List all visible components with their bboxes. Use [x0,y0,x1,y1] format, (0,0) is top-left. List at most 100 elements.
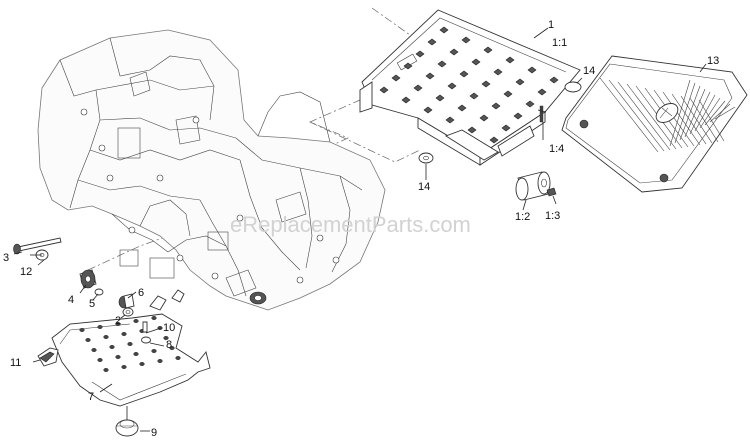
tread-diamond [403,62,413,70]
skid-hole [79,328,85,333]
tread-diamond [457,104,467,112]
mat-ribs [599,77,736,153]
tread-diamond [505,56,515,64]
mat-rib [709,103,731,123]
skid-hole [151,316,157,321]
spacer-5 [94,288,104,296]
skid-hole [139,362,145,367]
mat-rib [671,93,707,145]
clip-11 [37,347,59,367]
watermark: eReplacementParts.com [230,212,471,237]
tread-diamond [447,82,457,90]
callout-2: 2 [115,315,121,327]
skid-hole [175,356,181,361]
tread-diamond [435,94,445,102]
tread-diamond [537,88,547,96]
washer-left [418,152,434,164]
tread-diamond [483,46,493,54]
callout-1: 1 [548,19,554,31]
skid-hole [151,349,157,354]
skid-hole [121,365,127,370]
tread-diamond [515,78,525,86]
tread-diamond [449,48,459,56]
knob-9 [115,419,139,437]
callout-1-1: 1:1 [552,37,567,49]
tread-diamond [391,74,401,82]
tread-diamond [427,38,437,46]
callout-8: 8 [166,339,172,351]
callout-3: 3 [3,252,9,264]
tread-diamond [413,84,423,92]
bushing-6 [118,293,135,309]
tread-diamond [425,72,435,80]
skid-hole [163,336,169,341]
skid-plate-holes [79,316,181,373]
mat-rib [704,100,726,126]
tread-diamond [501,124,511,132]
callout-1-4: 1:4 [549,143,564,155]
mat-rib [608,79,665,152]
callouts: 1 1:1 1:2 1:3 1:4 2 3 4 5 6 7 8 9 10 11 … [3,19,719,439]
skid-hole [133,319,139,324]
mat-rib [694,94,716,132]
tread-diamond [549,76,559,84]
mat-rib [626,83,677,150]
callout-11: 11 [10,357,21,369]
callout-1-3: 1:3 [545,210,560,222]
callout-10: 10 [163,322,175,334]
tread-diamond [471,58,481,66]
callout-1-2: 1:2 [515,211,530,223]
callout-6: 6 [138,287,144,299]
tread-diamond [527,66,537,74]
skid-hole [109,345,115,350]
roller [515,171,551,201]
tread-diamond [513,112,523,120]
skid-hole [103,368,109,373]
floor-mat [561,55,748,193]
foot-plate-assembly [359,9,581,166]
skid-hole [91,348,97,353]
tread-diamond [423,106,433,114]
mat-rib [679,85,701,141]
tread-diamond [503,90,513,98]
tread-diamond [439,26,449,34]
mat-rib [699,97,721,129]
skid-hole [121,332,127,337]
tread-diamond [459,70,469,78]
frame-bushing [249,291,267,305]
tread-diamond [461,36,471,44]
mat-rib [617,81,671,151]
nut-2 [122,307,134,317]
mat-rib [714,106,736,120]
callout-4: 4 [68,294,74,306]
mat-rib [669,79,691,147]
tread-diamond [493,68,503,76]
foot-plate-tread [379,26,559,144]
washer-right [564,81,582,93]
skid-hole [115,322,121,327]
skid-hole [85,338,91,343]
tread-diamond [481,80,491,88]
tread-diamond [401,96,411,104]
callout-14-right: 14 [583,65,595,77]
tread-diamond [379,86,389,94]
tread-diamond [525,100,535,108]
roller-bolt [546,187,557,197]
mat-rib [680,95,713,144]
skid-hole [97,325,103,330]
tread-diamond [415,50,425,58]
skid-hole [157,359,163,364]
chassis-frame [37,29,386,311]
mat-rib [662,91,701,146]
tread-diamond [469,92,479,100]
callout-14-left: 14 [418,181,430,193]
bolt-3 [13,237,62,255]
leader-lines [13,27,707,432]
skid-hole [133,352,139,357]
callout-13: 13 [707,55,719,67]
mat-rib [599,77,659,153]
skid-hole [115,355,121,360]
bushing-4 [79,269,97,289]
stud [539,105,544,123]
